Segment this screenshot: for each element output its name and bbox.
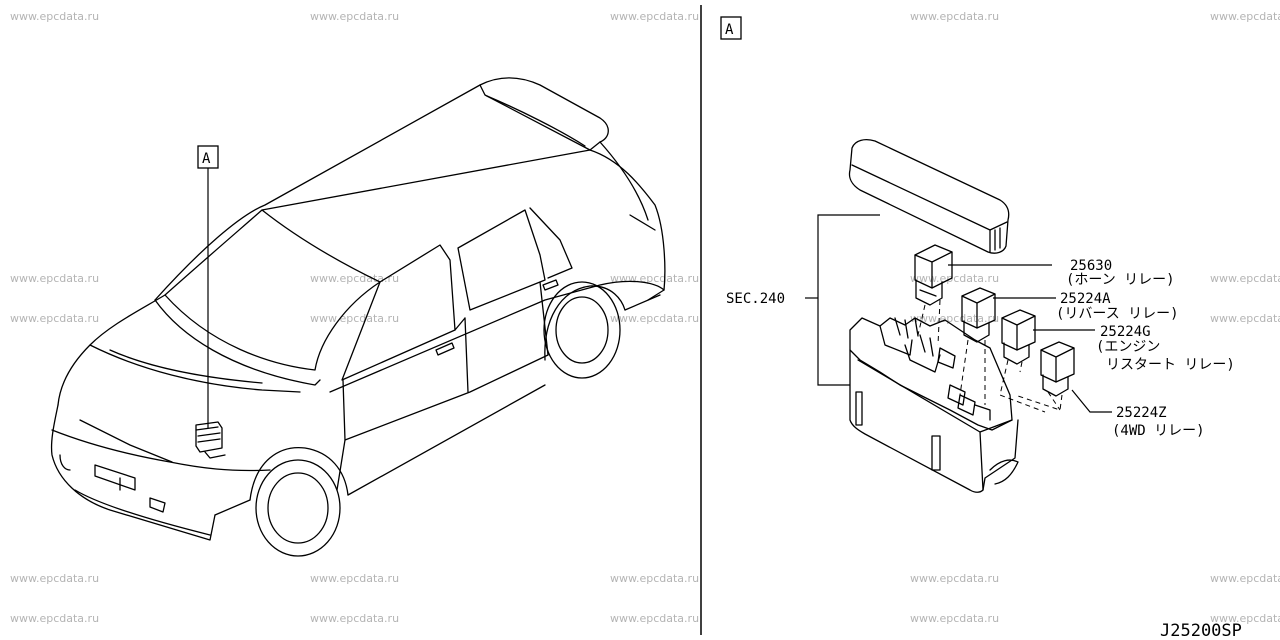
watermark-text: www.epcdata.ru xyxy=(10,612,100,625)
callout-left-letter: A xyxy=(202,151,211,167)
part-number-engine-restart-relay: 25224G xyxy=(1100,324,1151,340)
watermark-text: www.epcdata.ru xyxy=(610,612,700,625)
watermark-text: www.epcdata.ru xyxy=(910,572,1000,585)
watermark-text: www.epcdata.ru xyxy=(1210,612,1280,625)
watermark-text: www.epcdata.ru xyxy=(10,572,100,585)
callout-right-letter: A xyxy=(725,22,734,38)
watermark-text: www.epcdata.ru xyxy=(1210,272,1280,285)
watermark-text: www.epcdata.ru xyxy=(610,312,700,325)
diagram-code: J25200SP xyxy=(1160,621,1242,640)
watermark-text: www.epcdata.ru xyxy=(310,612,400,625)
watermark-text: www.epcdata.ru xyxy=(310,572,400,585)
watermark-text: www.epcdata.ru xyxy=(10,10,100,23)
watermark-text: www.epcdata.ru xyxy=(1210,312,1280,325)
watermark-text: www.epcdata.ru xyxy=(10,312,100,325)
part-name-4wd-relay: (4WD リレー) xyxy=(1112,423,1205,439)
callout-left: A xyxy=(197,145,219,428)
part-number-4wd-relay: 25224Z xyxy=(1116,405,1167,421)
relay-box-illustration xyxy=(848,139,1075,493)
part-name-engine-restart-relay-2: リスタート リレー) xyxy=(1106,357,1235,373)
watermark-text: www.epcdata.ru xyxy=(910,612,1000,625)
part-number-horn-relay: 25630 xyxy=(1070,258,1112,274)
vehicle-illustration xyxy=(50,77,666,557)
part-name-reverse-relay: (リバース リレー) xyxy=(1056,306,1179,322)
part-name-engine-restart-relay-1: (エンジン xyxy=(1096,339,1160,355)
section-ref: SEC.240 xyxy=(726,291,785,307)
watermark-text: www.epcdata.ru xyxy=(1210,572,1280,585)
callout-right: A xyxy=(720,16,742,40)
watermark-text: www.epcdata.ru xyxy=(10,272,100,285)
watermark-text: www.epcdata.ru xyxy=(610,572,700,585)
part-name-horn-relay: (ホーン リレー) xyxy=(1066,272,1175,288)
part-labels: SEC.240 25630 (ホーン リレー) 25224A (リバース リレー… xyxy=(726,258,1242,640)
placement-guides xyxy=(917,299,1063,413)
watermark-text: www.epcdata.ru xyxy=(1210,10,1280,23)
watermark-text: www.epcdata.ru xyxy=(610,10,700,23)
watermark-text: www.epcdata.ru xyxy=(310,312,400,325)
leader-lines xyxy=(805,214,1112,413)
watermark-text: www.epcdata.ru xyxy=(310,10,400,23)
watermark-text: www.epcdata.ru xyxy=(310,272,400,285)
part-number-reverse-relay: 25224A xyxy=(1060,291,1111,307)
watermark-text: www.epcdata.ru xyxy=(910,10,1000,23)
